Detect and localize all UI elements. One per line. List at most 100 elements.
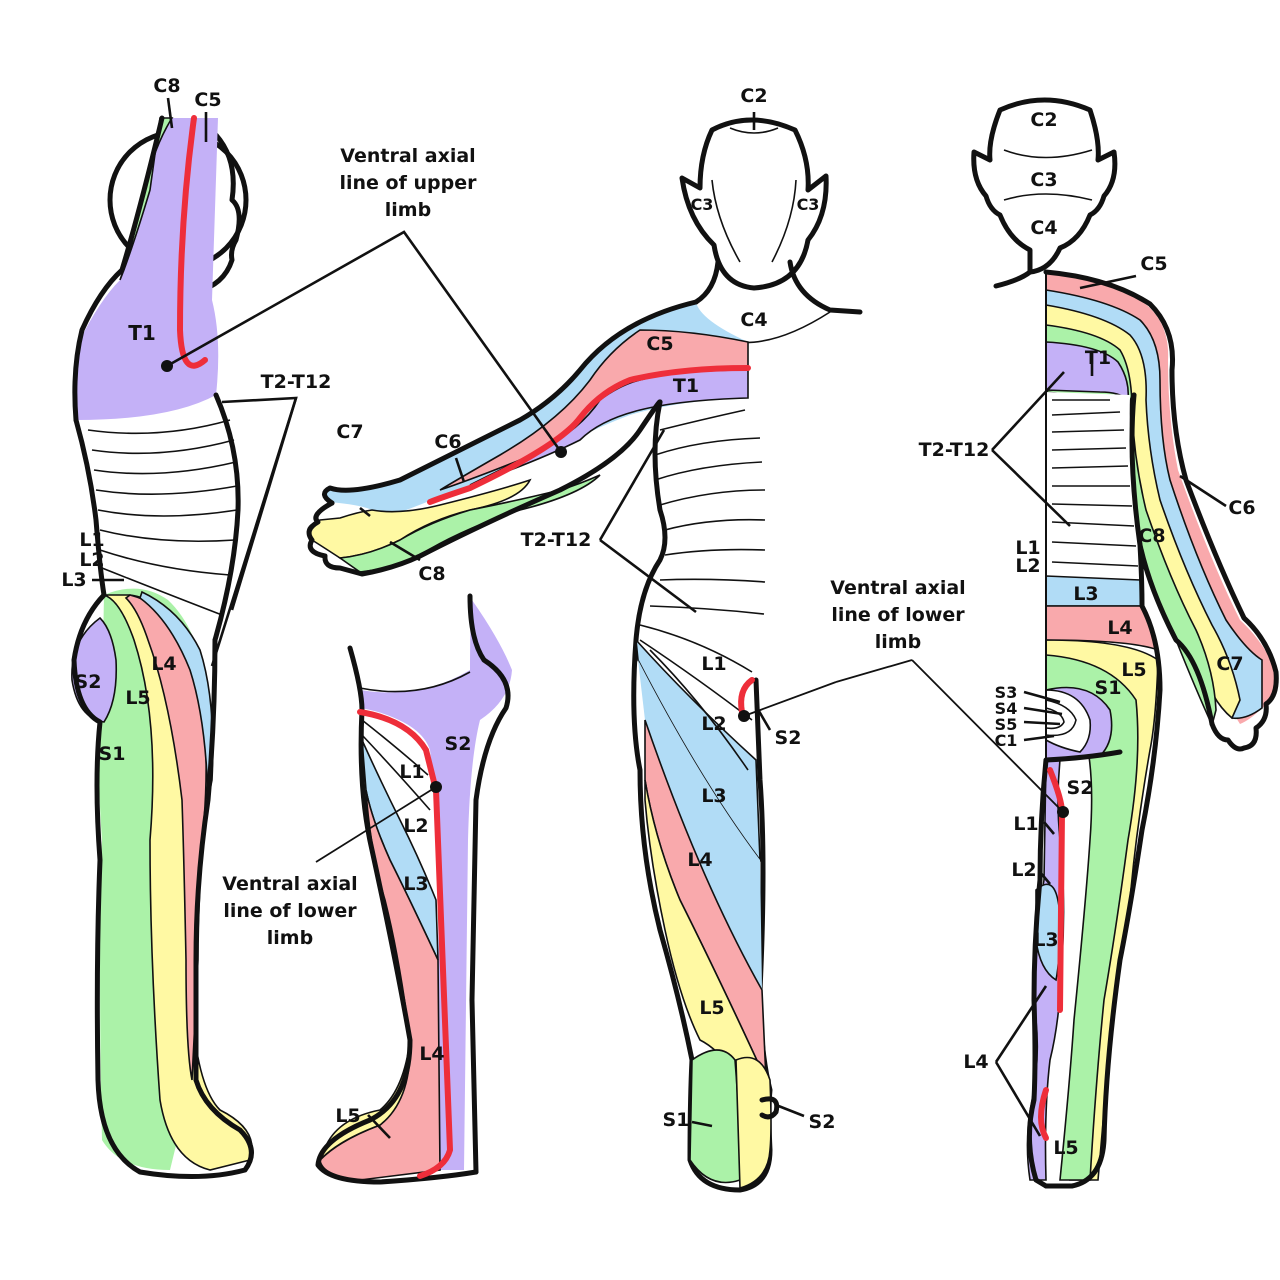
posterior-S4-tick	[1023, 706, 1063, 716]
anterior-neck-left	[693, 259, 721, 305]
label-posterior-L1-leg: L1	[1013, 813, 1038, 835]
label-anterior-C3-left: C3	[691, 195, 714, 214]
posterior-L4-bracket-arm	[994, 1061, 1042, 1137]
label-lateral-T2-T12: T2-T12	[261, 371, 332, 393]
label-posterior-T2-T12: T2-T12	[919, 439, 990, 461]
label-lateral-S1: S1	[99, 743, 126, 765]
anterior-C6-tick	[454, 457, 466, 483]
lateral-thoracic-line	[97, 509, 238, 517]
label-lateral-L1: L1	[79, 529, 104, 551]
posterior-thoracic-zone	[1046, 392, 1140, 590]
label-anterior-C5: C5	[646, 333, 673, 355]
label-posterior-S1: S1	[1095, 677, 1122, 699]
label-posterior-L2-leg: L2	[1011, 859, 1036, 881]
posterior-T2-T12-bracket-arm	[991, 449, 1071, 527]
label-posterior-C1: C1	[995, 731, 1018, 750]
anterior-C2-border	[729, 127, 779, 134]
posterior-thoracic-line	[1051, 541, 1137, 547]
lateral-leg-front-outline	[193, 637, 218, 1083]
label-lateral-L5: L5	[125, 687, 150, 709]
label-posterior-L3-back: L3	[1073, 583, 1098, 605]
posterior-C1-tick	[1023, 734, 1055, 742]
lateral-thoracic-line	[101, 567, 223, 616]
posterior-gluteal-crease	[1043, 749, 1123, 763]
medial-callout-leader	[315, 786, 437, 863]
callout-line: Ventral axial	[222, 873, 357, 895]
label-medial-L5: L5	[335, 1105, 360, 1127]
medial-dermatome-S2	[360, 600, 512, 1170]
medial-L5-tick	[367, 1114, 391, 1139]
label-posterior-C8: C8	[1138, 525, 1165, 547]
label-lateral-L4: L4	[151, 653, 176, 675]
label-posterior-C4: C4	[1030, 217, 1057, 239]
lateral-front-outline	[212, 392, 241, 643]
anterior-S2-foot-tick	[775, 1103, 805, 1118]
anterior-C8-tick	[389, 540, 421, 562]
label-medial-L3: L3	[403, 873, 428, 895]
anterior-neck-right	[787, 259, 863, 315]
medial-dermatome-L1-L2	[360, 708, 436, 900]
posterior-sacral-zone	[1045, 689, 1092, 753]
anterior-T2-T12-bracket-arm	[599, 538, 697, 614]
posterior-thoracic-line	[1051, 561, 1139, 567]
posterior-dermatome-T1	[1045, 341, 1130, 402]
lateral-thoracic-line	[99, 549, 231, 576]
lateral-thoracic-line	[95, 485, 238, 495]
label-posterior-L5-leg: L5	[1053, 1137, 1078, 1159]
label-anterior-C3-right: C3	[797, 195, 820, 214]
posterior-L4-bracket	[994, 985, 1048, 1063]
label-anterior-T1: T1	[673, 375, 699, 397]
label-posterior-S4: S4	[995, 699, 1018, 718]
label-anterior-L5: L5	[699, 997, 724, 1019]
anterior-view-figure: C2 C3 C3 C4 C5 T1 C6 C7 C8 T2-T12 L1 L2 …	[306, 85, 863, 1193]
anterior-T2-T12-bracket	[598, 429, 666, 541]
label-posterior-C3: C3	[1030, 169, 1057, 191]
label-posterior-L4-leg: L4	[963, 1051, 988, 1073]
posterior-arm-outer-outline	[1043, 269, 1279, 752]
label-anterior-C2: C2	[740, 85, 767, 107]
posterior-sacral-ring	[1045, 699, 1077, 737]
anterior-arm-top-outline	[322, 299, 699, 506]
anterior-axial-line-lower	[738, 677, 755, 715]
label-anterior-S2: S2	[775, 727, 802, 749]
callout-line: limb	[875, 631, 921, 653]
posterior-body-outer-outline	[1043, 392, 1163, 1189]
label-medial-L2: L2	[403, 815, 428, 837]
anterior-thoracic-line	[659, 489, 766, 506]
label-anterior-L1: L1	[701, 653, 726, 675]
label-anterior-L2: L2	[701, 713, 726, 735]
medial-leg-back-outline	[469, 657, 511, 1175]
label-posterior-C6: C6	[1228, 497, 1255, 519]
posterior-T2-T12-bracket	[991, 371, 1065, 451]
lateral-C8-tick	[166, 97, 174, 129]
posterior-axial-line-heel	[1038, 1087, 1049, 1141]
label-lateral-T1: T1	[128, 321, 156, 345]
label-medial-L4: L4	[419, 1043, 444, 1065]
lateral-back-outline	[72, 115, 165, 423]
anterior-thoracic-line	[664, 518, 766, 531]
lateral-thoracic-line	[99, 529, 236, 543]
label-anterior-C4: C4	[740, 309, 767, 331]
medial-thigh-top-outline	[467, 593, 487, 663]
anterior-C7-tick	[359, 506, 371, 518]
anterior-arm-bottom-outline	[306, 399, 663, 577]
lateral-leg-back-outline	[71, 592, 254, 1180]
anterior-L2-border	[649, 649, 749, 771]
anterior-thoracic-line	[664, 548, 766, 556]
upper-axial-callout-leader	[166, 230, 563, 453]
callout-line: line of lower	[831, 604, 965, 626]
medial-axial-line-lower	[357, 709, 453, 1179]
posterior-thoracic-line	[1051, 503, 1133, 507]
label-medial-L1: L1	[399, 761, 424, 783]
lateral-T2-T12-bracket-arm	[230, 397, 298, 611]
anterior-dermatome-S1	[689, 1049, 741, 1184]
label-anterior-C7: C7	[336, 421, 363, 443]
anterior-callout-leader	[743, 681, 837, 717]
medial-leg-front-outline	[315, 645, 479, 1185]
lateral-dermatome-T1	[74, 118, 219, 420]
